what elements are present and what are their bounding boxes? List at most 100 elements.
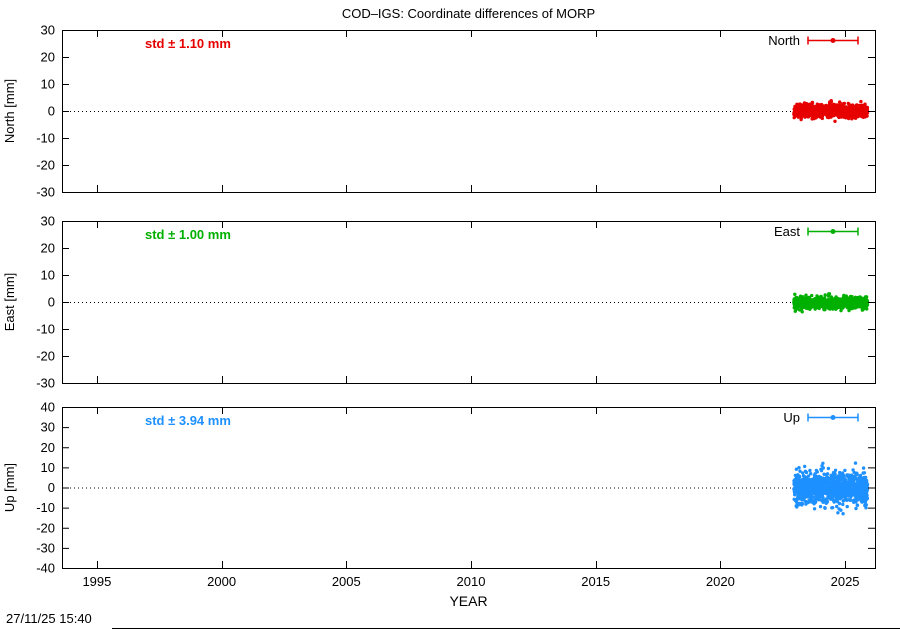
data-point <box>827 292 832 296</box>
data-point <box>865 496 870 501</box>
data-point <box>865 114 869 118</box>
data-point <box>826 466 831 471</box>
data-point <box>839 308 843 313</box>
x-tick-label: 2020 <box>706 574 735 589</box>
data-point <box>862 471 867 475</box>
std-label: std ± 1.10 mm <box>145 36 231 51</box>
data-point <box>815 470 819 474</box>
data-point <box>838 100 842 104</box>
y-tick-label: 10 <box>41 77 55 92</box>
y-tick-label: 30 <box>41 420 55 435</box>
data-point <box>836 511 840 515</box>
std-label: std ± 1.00 mm <box>145 227 231 242</box>
chart-title: COD–IGS: Coordinate differences of MORP <box>341 6 596 21</box>
legend-point <box>830 229 836 234</box>
data-point <box>819 468 824 473</box>
y-tick-label: 20 <box>41 241 55 256</box>
y-tick-label: 10 <box>41 460 55 475</box>
y-tick-label: -20 <box>36 520 55 535</box>
data-point <box>855 503 860 507</box>
data-point <box>865 105 870 110</box>
data-point <box>798 474 802 479</box>
data-point <box>865 299 870 303</box>
data-point <box>803 464 807 469</box>
legend-label: East <box>774 224 800 239</box>
y-tick-label: -10 <box>36 131 55 146</box>
x-tick-label: 2025 <box>831 574 860 589</box>
data-point <box>825 500 830 504</box>
data-point <box>801 471 805 475</box>
data-point <box>797 466 801 470</box>
y-tick-label: -10 <box>36 500 55 515</box>
data-point <box>833 119 837 124</box>
data-point <box>865 488 870 492</box>
data-point <box>854 506 858 511</box>
y-tick-label: 0 <box>48 480 55 495</box>
data-point <box>806 474 811 478</box>
data-point <box>820 116 824 121</box>
series-points-east <box>792 292 870 314</box>
data-point <box>833 472 837 476</box>
axis-box <box>62 407 876 569</box>
y-tick-label: 30 <box>41 23 55 38</box>
y-tick-label: 40 <box>41 400 55 415</box>
data-point <box>812 507 817 511</box>
data-point <box>833 468 838 472</box>
data-point <box>851 468 855 472</box>
data-point <box>808 468 812 473</box>
y-axis-label: Up [mm] <box>2 463 17 512</box>
data-point <box>855 472 859 477</box>
data-point <box>839 508 843 512</box>
timestamp: 27/11/25 15:40 <box>6 611 92 626</box>
data-point <box>859 99 863 104</box>
data-point <box>842 101 847 106</box>
data-point <box>810 293 814 298</box>
y-tick-label: -20 <box>36 158 55 173</box>
series-points-up <box>792 461 870 516</box>
data-point <box>865 307 869 311</box>
data-point <box>865 303 870 307</box>
x-tick-label: 2005 <box>332 574 361 589</box>
x-axis-label: YEAR <box>449 593 488 609</box>
data-point <box>804 470 809 475</box>
y-tick-label: -30 <box>36 376 55 391</box>
data-point <box>865 482 870 487</box>
y-tick-label: -30 <box>36 185 55 200</box>
legend-sample <box>807 413 859 422</box>
data-point <box>810 101 815 105</box>
x-tick-label: 2015 <box>581 574 610 589</box>
data-point <box>821 461 825 465</box>
legend-sample <box>807 227 859 236</box>
data-point <box>813 472 817 476</box>
data-point <box>823 307 827 312</box>
data-point <box>864 475 868 480</box>
data-point <box>855 103 859 107</box>
legend-label: Up <box>783 410 800 425</box>
y-axis-label: East [mm] <box>2 273 17 332</box>
data-point <box>861 466 866 470</box>
data-point <box>809 472 813 476</box>
bottom-rule <box>112 628 900 629</box>
y-tick-label: -30 <box>36 540 55 555</box>
data-point <box>837 501 842 506</box>
data-point <box>835 504 839 509</box>
legend-point <box>830 38 836 43</box>
data-point <box>853 116 858 120</box>
y-axis-label: North [mm] <box>2 79 17 143</box>
data-point <box>818 504 823 509</box>
std-label: std ± 3.94 mm <box>145 413 231 428</box>
y-tick-label: 30 <box>41 214 55 229</box>
x-tick-label: 1995 <box>82 574 111 589</box>
data-point <box>829 100 834 104</box>
y-tick-label: 0 <box>48 104 55 119</box>
data-point <box>821 466 825 470</box>
y-tick-label: -40 <box>36 561 55 576</box>
data-point <box>853 461 858 465</box>
data-point <box>845 504 849 509</box>
data-point <box>841 512 845 516</box>
data-point <box>863 102 867 106</box>
